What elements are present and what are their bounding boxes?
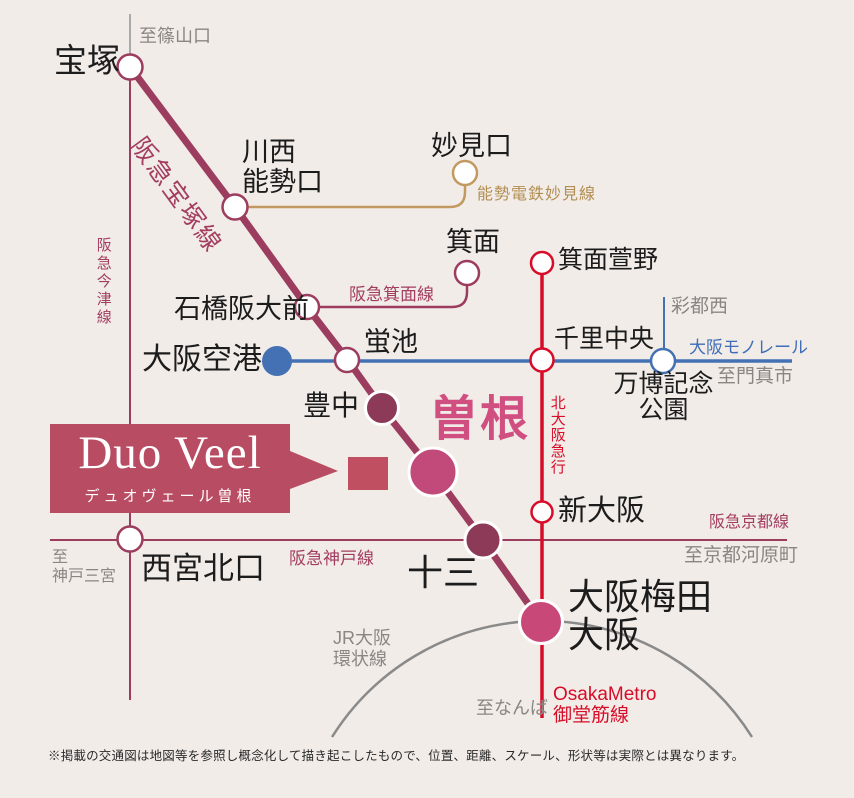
map-disclaimer: ※掲載の交通図は地図等を参照し概念化して描き起こしたもので、位置、距離、スケール… bbox=[48, 749, 745, 763]
station-minoh bbox=[453, 259, 481, 287]
label-nishinomiya-kitaguchi: 西宮北口 bbox=[141, 551, 265, 586]
label-banpaku-kinen-koen: 万博記念 公園 bbox=[600, 372, 727, 424]
hankyu-minoh-line-path bbox=[307, 285, 469, 309]
label-osaka-metro-line2: 御堂筋線 bbox=[553, 705, 630, 726]
station-osaka-umeda bbox=[518, 599, 564, 645]
label-osaka-monorail: 大阪モノレール bbox=[689, 338, 808, 357]
label-juso: 十三 bbox=[407, 553, 480, 593]
nose-myoken-line-path bbox=[235, 185, 467, 209]
label-hankyu-kyoto-line: 阪急京都線 bbox=[709, 514, 790, 531]
property-banner: Duo Veel デュオヴェール曽根 bbox=[50, 424, 290, 513]
station-banpaku-kinen-koen bbox=[649, 347, 677, 375]
label-jr-loop-line2: 環状線 bbox=[333, 649, 387, 669]
station-myokenguchi bbox=[451, 159, 479, 187]
property-banner-subtitle: デュオヴェール曽根 bbox=[84, 489, 256, 505]
label-sone: 曽根 bbox=[430, 393, 531, 446]
label-to-kobe-sannomiya: 至 神戸三宮 bbox=[52, 548, 116, 586]
station-minoh-kayano bbox=[529, 250, 555, 276]
station-shin-osaka bbox=[530, 500, 554, 524]
label-nose-myoken-line: 能勢電鉄妙見線 bbox=[477, 186, 597, 203]
station-ishibashi-handaimae bbox=[293, 293, 321, 321]
label-hankyu-kobe-line: 阪急神戸線 bbox=[289, 549, 374, 568]
label-senri-chuo: 千里中央 bbox=[554, 326, 655, 353]
label-banpaku-line1: 万博記念 bbox=[613, 371, 714, 398]
station-sone bbox=[407, 446, 459, 498]
label-takarazuka: 宝塚 bbox=[54, 44, 120, 80]
label-kawanishi-line2: 能勢口 bbox=[242, 167, 323, 198]
label-osaka-umeda-line2: 大阪 bbox=[568, 615, 641, 655]
station-juso bbox=[463, 520, 503, 560]
label-kawanishi-noseguchi: 川西 能勢口 bbox=[242, 137, 323, 197]
label-osaka-umeda: 大阪梅田 大阪 bbox=[568, 578, 712, 654]
station-kawanishi-noseguchi bbox=[221, 193, 249, 221]
label-to-kadoma: 至門真市 bbox=[717, 366, 794, 387]
label-minoh-kayano: 箕面萱野 bbox=[558, 247, 659, 274]
label-osaka-umeda-line1: 大阪梅田 bbox=[568, 577, 713, 617]
label-osaka-airport: 大阪空港 bbox=[142, 343, 262, 376]
station-hotarugaike bbox=[333, 346, 361, 374]
label-to-sasayamaguchi: 至篠山口 bbox=[139, 26, 211, 46]
station-osaka-airport bbox=[262, 346, 292, 376]
label-kobe-line1: 至 bbox=[52, 549, 69, 566]
station-toyonaka bbox=[364, 390, 400, 426]
label-jr-osaka-loop-line: JR大阪 環状線 bbox=[333, 628, 391, 670]
label-hankyu-minoh-line: 阪急箕面線 bbox=[349, 285, 434, 304]
label-minoh: 箕面 bbox=[446, 227, 500, 257]
label-kawanishi-line1: 川西 bbox=[242, 137, 296, 167]
label-banpaku-line2: 公園 bbox=[638, 397, 689, 424]
label-hankyu-imazu-line: 阪急今津線 bbox=[94, 237, 112, 327]
label-ishibashi-handaimae: 石橋阪大前 bbox=[174, 294, 309, 324]
label-saito-nishi: 彩都西 bbox=[671, 296, 729, 317]
property-location-marker bbox=[348, 457, 388, 490]
label-osaka-metro-midosuji: OsakaMetro 御堂筋線 bbox=[553, 684, 656, 726]
label-myokenguchi: 妙見口 bbox=[431, 131, 512, 161]
property-banner-title: Duo Veel bbox=[78, 427, 262, 479]
label-to-kyoto-kawaramachi: 至京都河原町 bbox=[684, 545, 799, 566]
label-to-namba: 至なんば bbox=[476, 698, 548, 718]
station-senri-chuo bbox=[529, 347, 555, 373]
station-takarazuka bbox=[116, 53, 144, 81]
label-jr-loop-line1: JR大阪 bbox=[333, 628, 391, 648]
banner-pointer bbox=[290, 451, 338, 489]
label-hotarugaike: 蛍池 bbox=[364, 327, 418, 357]
label-toyonaka: 豊中 bbox=[303, 391, 360, 422]
label-kita-osaka-kyuko: 北大阪急行 bbox=[548, 395, 566, 475]
station-nishinomiya-kitaguchi bbox=[116, 525, 144, 553]
label-kobe-line2: 神戸三宮 bbox=[52, 568, 117, 585]
label-shin-osaka: 新大阪 bbox=[558, 495, 646, 527]
label-osaka-metro-line1: OsakaMetro bbox=[553, 684, 657, 705]
